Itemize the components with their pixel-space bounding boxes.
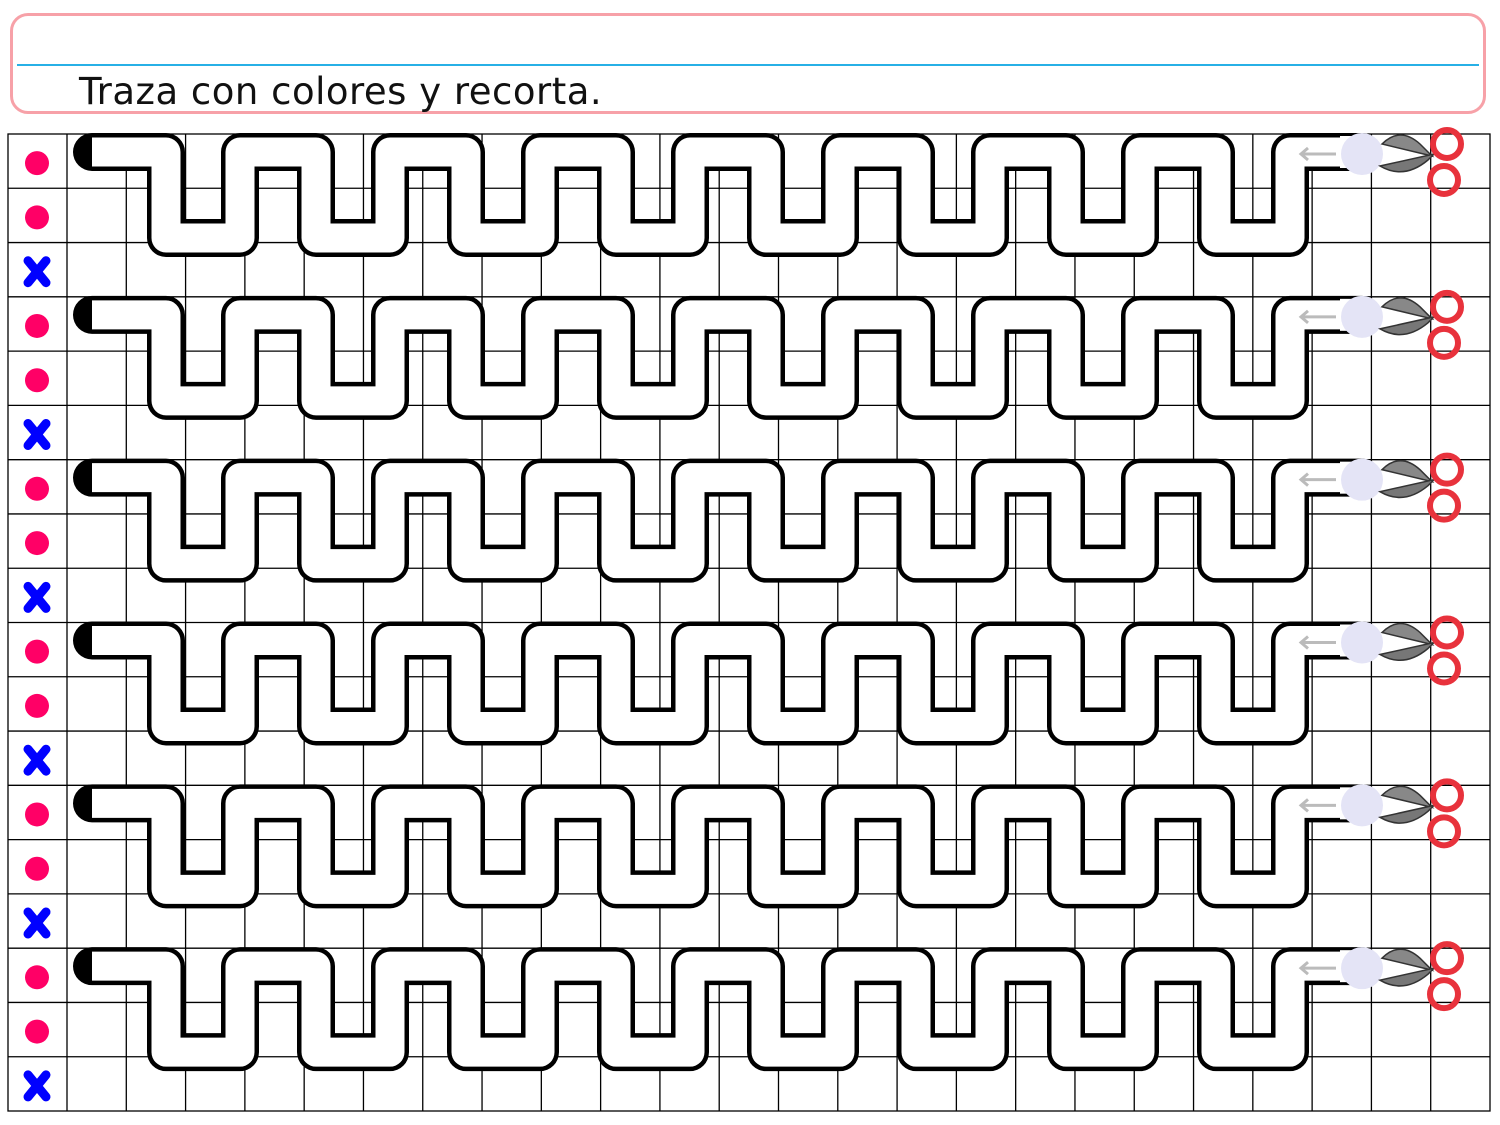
arrow-head: [1298, 146, 1309, 162]
scissors-blade: [1377, 478, 1437, 499]
arrow-head: [1298, 635, 1309, 650]
arrow-head: [1298, 472, 1309, 487]
pink-dot-marker: [25, 151, 49, 176]
pink-dot-marker: [25, 531, 49, 556]
scissors-handle: [1427, 488, 1461, 523]
start-arrow-icon: [1298, 798, 1336, 813]
x-stroke: [23, 744, 51, 776]
scissors-handle: [1427, 651, 1461, 686]
scissors-handle: [1427, 977, 1461, 1012]
start-circle: [1341, 295, 1383, 338]
path-fill: [92, 626, 1362, 741]
scissors-blade: [1380, 134, 1435, 158]
worksheet-title: Traza con colores y recorta.: [79, 70, 603, 113]
blue-x-marker: [23, 419, 51, 451]
start-circle: [1341, 621, 1383, 664]
tracing-path: [73, 295, 1381, 420]
scissors-blade: [1377, 641, 1437, 661]
scissors-blade: [1377, 152, 1437, 173]
path-fill: [92, 788, 1362, 904]
x-stroke: [23, 419, 51, 451]
scissors-blade: [1380, 622, 1435, 646]
pink-dot-marker: [25, 802, 49, 827]
pink-dot-marker: [25, 965, 49, 990]
pink-dot-marker: [25, 639, 49, 664]
scissors-blade: [1380, 785, 1435, 809]
blue-x-marker: [23, 581, 51, 613]
path-fill: [92, 300, 1362, 416]
scissors-icon: [1377, 452, 1464, 523]
tracing-path: [73, 133, 1381, 257]
scissors-blade: [1380, 459, 1435, 484]
arrow-head: [1298, 961, 1309, 976]
path-fill: [92, 137, 1362, 253]
scissors-blade: [1380, 297, 1435, 321]
blue-x-marker: [23, 907, 51, 939]
scissors-icon: [1377, 127, 1464, 197]
scissors-blade: [1377, 315, 1437, 336]
x-stroke: [23, 256, 51, 288]
start-arrow-icon: [1298, 961, 1336, 976]
pink-dot-marker: [25, 476, 49, 501]
scissors-handle: [1427, 325, 1461, 360]
pink-dot-marker: [25, 313, 49, 338]
path-fill: [92, 463, 1362, 579]
scissors-handle: [1427, 163, 1461, 197]
pink-dot-marker: [25, 856, 49, 881]
start-arrow-icon: [1298, 146, 1336, 162]
start-arrow-icon: [1298, 309, 1336, 324]
scissors-handle: [1427, 814, 1461, 849]
scissors-handle: [1430, 289, 1464, 324]
scissors-handle: [1430, 452, 1464, 487]
start-circle: [1341, 458, 1383, 501]
pink-dot-marker: [25, 205, 49, 230]
scissors-handle: [1430, 127, 1464, 161]
start-arrow-icon: [1298, 635, 1336, 650]
pink-dot-marker: [25, 368, 49, 393]
scissors-icon: [1377, 289, 1464, 360]
arrow-head: [1298, 309, 1309, 324]
tracing-path: [73, 947, 1381, 1072]
x-stroke: [23, 907, 51, 939]
x-stroke: [23, 1070, 51, 1102]
header-rule: [17, 64, 1479, 66]
blue-x-marker: [23, 744, 51, 776]
scissors-icon: [1377, 615, 1464, 686]
blue-x-marker: [23, 256, 51, 288]
scissors-handle: [1430, 615, 1464, 650]
blue-x-marker: [23, 1070, 51, 1102]
start-circle: [1341, 784, 1383, 827]
scissors-blade: [1377, 804, 1437, 824]
pink-dot-marker: [25, 693, 49, 718]
start-arrow-icon: [1298, 472, 1336, 487]
pink-dot-marker: [25, 1019, 49, 1044]
scissors-handle: [1430, 778, 1464, 813]
scissors-blade: [1380, 948, 1435, 972]
tracing-path: [73, 621, 1381, 746]
scissors-handle: [1430, 941, 1464, 976]
scissors-icon: [1377, 941, 1464, 1012]
scissors-blade: [1377, 966, 1437, 987]
scissors-icon: [1377, 778, 1464, 849]
start-circle: [1341, 947, 1383, 990]
tracing-path: [73, 458, 1381, 583]
x-stroke: [23, 581, 51, 613]
path-fill: [92, 951, 1362, 1067]
arrow-head: [1298, 798, 1309, 813]
tracing-path: [73, 784, 1381, 909]
worksheet-header: Traza con colores y recorta.: [10, 13, 1486, 114]
start-circle: [1341, 133, 1383, 175]
